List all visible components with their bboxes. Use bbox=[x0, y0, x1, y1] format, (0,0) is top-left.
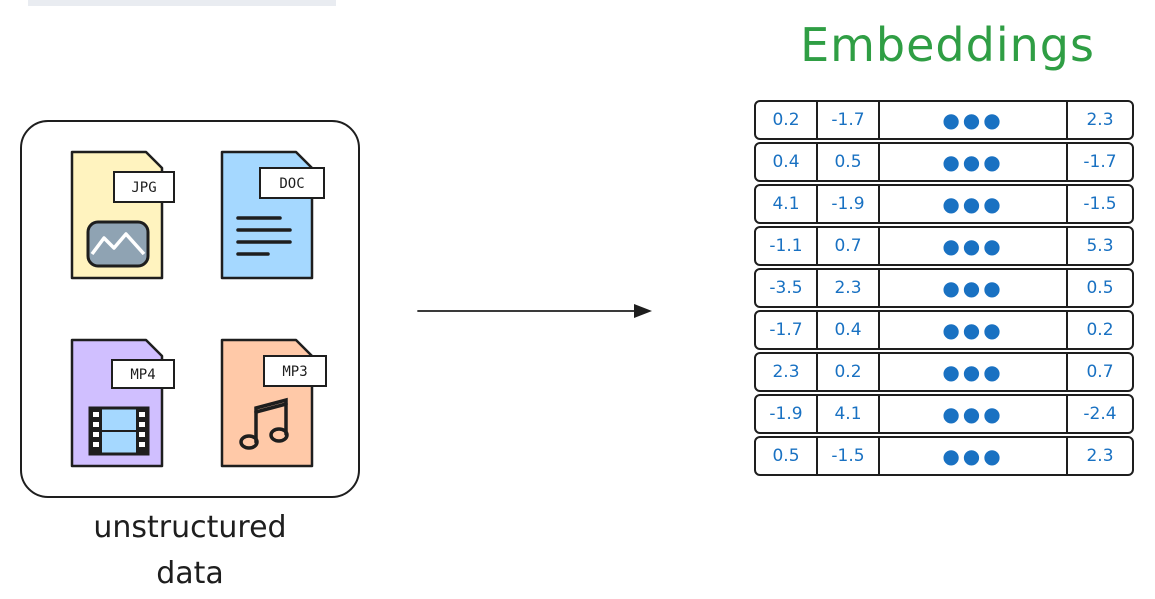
embedding-value: -1.1 bbox=[756, 228, 818, 264]
embedding-ellipsis: ●●● bbox=[880, 438, 1068, 474]
embedding-ellipsis: ●●● bbox=[880, 396, 1068, 432]
embedding-value: -1.9 bbox=[818, 186, 880, 222]
jpg-tag-label: JPG bbox=[131, 180, 156, 196]
embedding-row: 4.1-1.9●●● -1.5 bbox=[754, 184, 1134, 224]
embedding-ellipsis: ●●● bbox=[880, 144, 1068, 180]
embedding-value: -1.5 bbox=[1083, 194, 1117, 214]
embedding-value: 0.2 bbox=[756, 102, 818, 138]
doc-file-icon: DOC bbox=[220, 150, 330, 282]
embedding-value: 2.3 bbox=[1086, 110, 1114, 130]
film-icon bbox=[88, 406, 150, 456]
unstructured-data-caption: unstructured data bbox=[93, 510, 287, 591]
embedding-value: 0.2 bbox=[1086, 320, 1114, 340]
embedding-value: 0.4 bbox=[756, 144, 818, 180]
jpg-file-icon: JPG bbox=[70, 150, 180, 282]
embedding-value: -1.5 bbox=[818, 438, 880, 474]
mp4-file-icon: MP4 bbox=[70, 338, 180, 470]
embedding-value: -2.4 bbox=[1083, 404, 1117, 424]
embedding-value: 2.3 bbox=[756, 354, 818, 390]
embedding-row: 0.5-1.5●●● 2.3 bbox=[754, 436, 1134, 476]
embedding-ellipsis: ●●● bbox=[880, 270, 1068, 306]
embedding-value: 0.7 bbox=[818, 228, 880, 264]
embedding-value: 2.3 bbox=[1086, 446, 1114, 466]
embedding-value: 0.7 bbox=[1086, 362, 1114, 382]
transform-arrow-icon bbox=[417, 304, 652, 318]
embedding-value: 0.2 bbox=[818, 354, 880, 390]
embedding-value: -1.7 bbox=[1083, 152, 1117, 172]
embedding-value: 4.1 bbox=[818, 396, 880, 432]
embedding-ellipsis: ●●● bbox=[880, 186, 1068, 222]
embedding-value: -1.7 bbox=[818, 102, 880, 138]
embedding-value: 0.4 bbox=[818, 312, 880, 348]
embedding-value: -1.9 bbox=[756, 396, 818, 432]
top-strip bbox=[28, 0, 336, 6]
embedding-row: 0.2-1.7●●● 2.3 bbox=[754, 100, 1134, 140]
embedding-value: -1.7 bbox=[756, 312, 818, 348]
mp4-tag-label: MP4 bbox=[130, 367, 155, 383]
unstructured-data-box: JPG DOC MP4 bbox=[20, 120, 360, 498]
mp3-file-icon: MP3 bbox=[220, 338, 330, 470]
embedding-value: 5.3 bbox=[1086, 236, 1114, 256]
text-lines-icon bbox=[236, 216, 292, 256]
embedding-value: 4.1 bbox=[756, 186, 818, 222]
embedding-value: 2.3 bbox=[818, 270, 880, 306]
embedding-ellipsis: ●●● bbox=[880, 102, 1068, 138]
embedding-ellipsis: ●●● bbox=[880, 312, 1068, 348]
mp3-tag-label: MP3 bbox=[282, 364, 307, 380]
image-icon bbox=[86, 220, 150, 268]
embeddings-title: Embeddings bbox=[800, 18, 1095, 72]
embedding-value: 0.5 bbox=[818, 144, 880, 180]
embedding-value: -3.5 bbox=[756, 270, 818, 306]
embedding-ellipsis: ●●● bbox=[880, 354, 1068, 390]
doc-tag-label: DOC bbox=[279, 176, 304, 192]
embedding-value: 0.5 bbox=[1086, 278, 1114, 298]
embedding-ellipsis: ●●● bbox=[880, 228, 1068, 264]
embedding-value: 0.5 bbox=[756, 438, 818, 474]
music-note-icon bbox=[239, 397, 289, 450]
